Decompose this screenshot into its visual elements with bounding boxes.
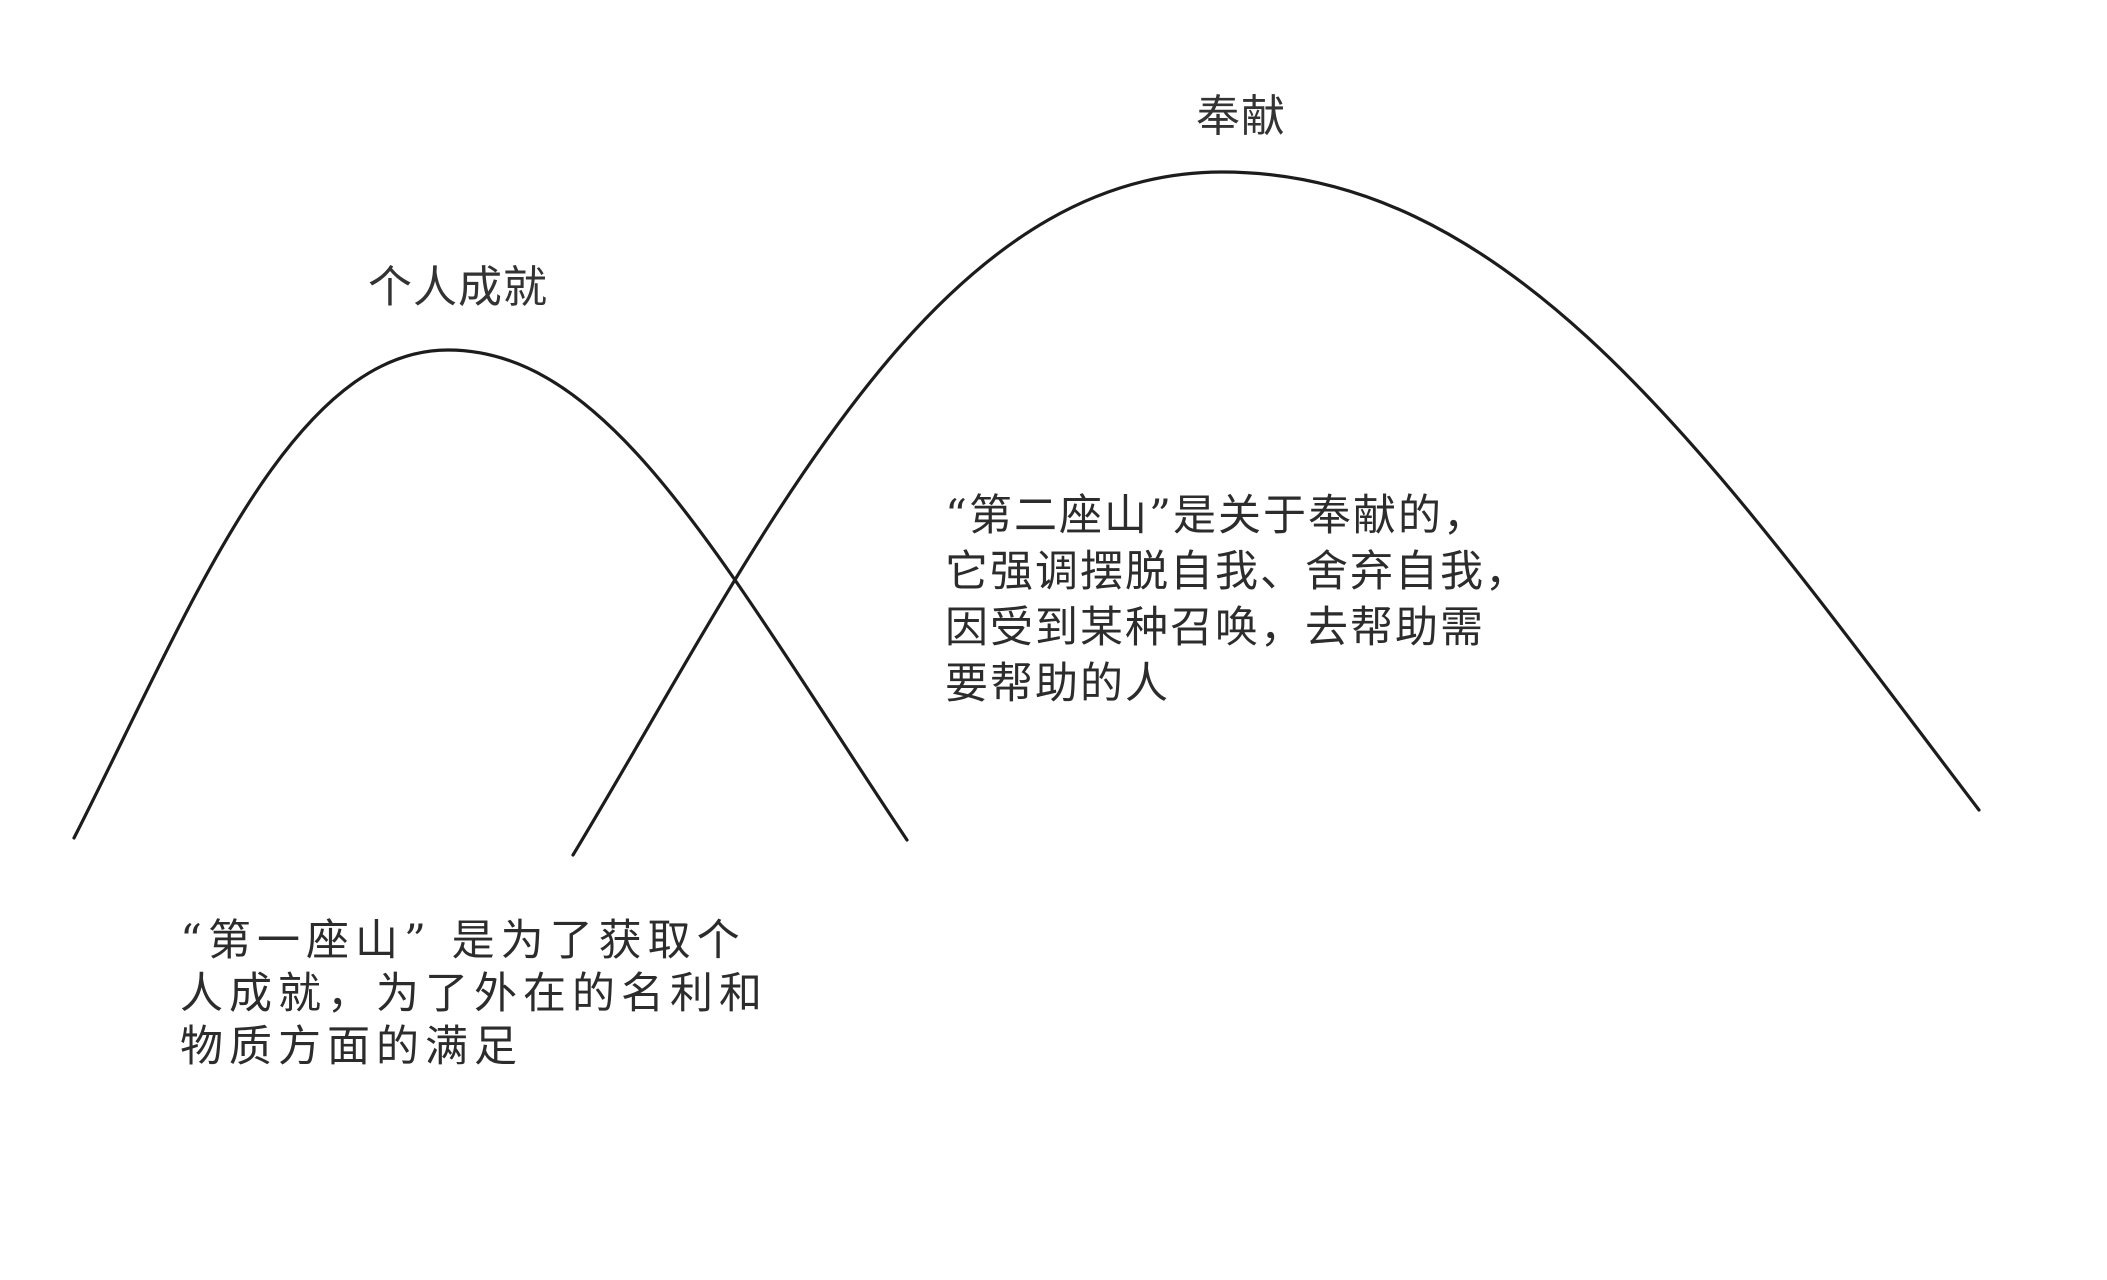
description-line: 要帮助的人 xyxy=(945,659,1170,709)
description-line: “第二座山”是关于奉献的， xyxy=(945,491,1488,541)
description-line: 因受到某种召唤，去帮助需 xyxy=(945,603,1485,653)
first-mountain-description: “第一座山” 是为了获取个 人成就，为了外在的名利和 物质方面的满足 xyxy=(180,915,768,1074)
description-line: 它强调摆脱自我、舍弃自我， xyxy=(945,547,1530,597)
description-line: 人成就，为了外在的名利和 xyxy=(180,969,768,1019)
second-mountain-peak-label: 奉献 xyxy=(1196,91,1286,142)
second-mountain-curve xyxy=(571,170,1981,857)
second-mountain-description: “第二座山”是关于奉献的， 它强调摆脱自我、舍弃自我， 因受到某种召唤，去帮助需… xyxy=(945,488,1530,712)
description-line: “第一座山” 是为了获取个 xyxy=(180,916,746,966)
first-mountain-peak-label: 个人成就 xyxy=(368,262,548,313)
description-line: 物质方面的满足 xyxy=(180,1022,523,1072)
first-mountain-curve xyxy=(72,348,909,842)
